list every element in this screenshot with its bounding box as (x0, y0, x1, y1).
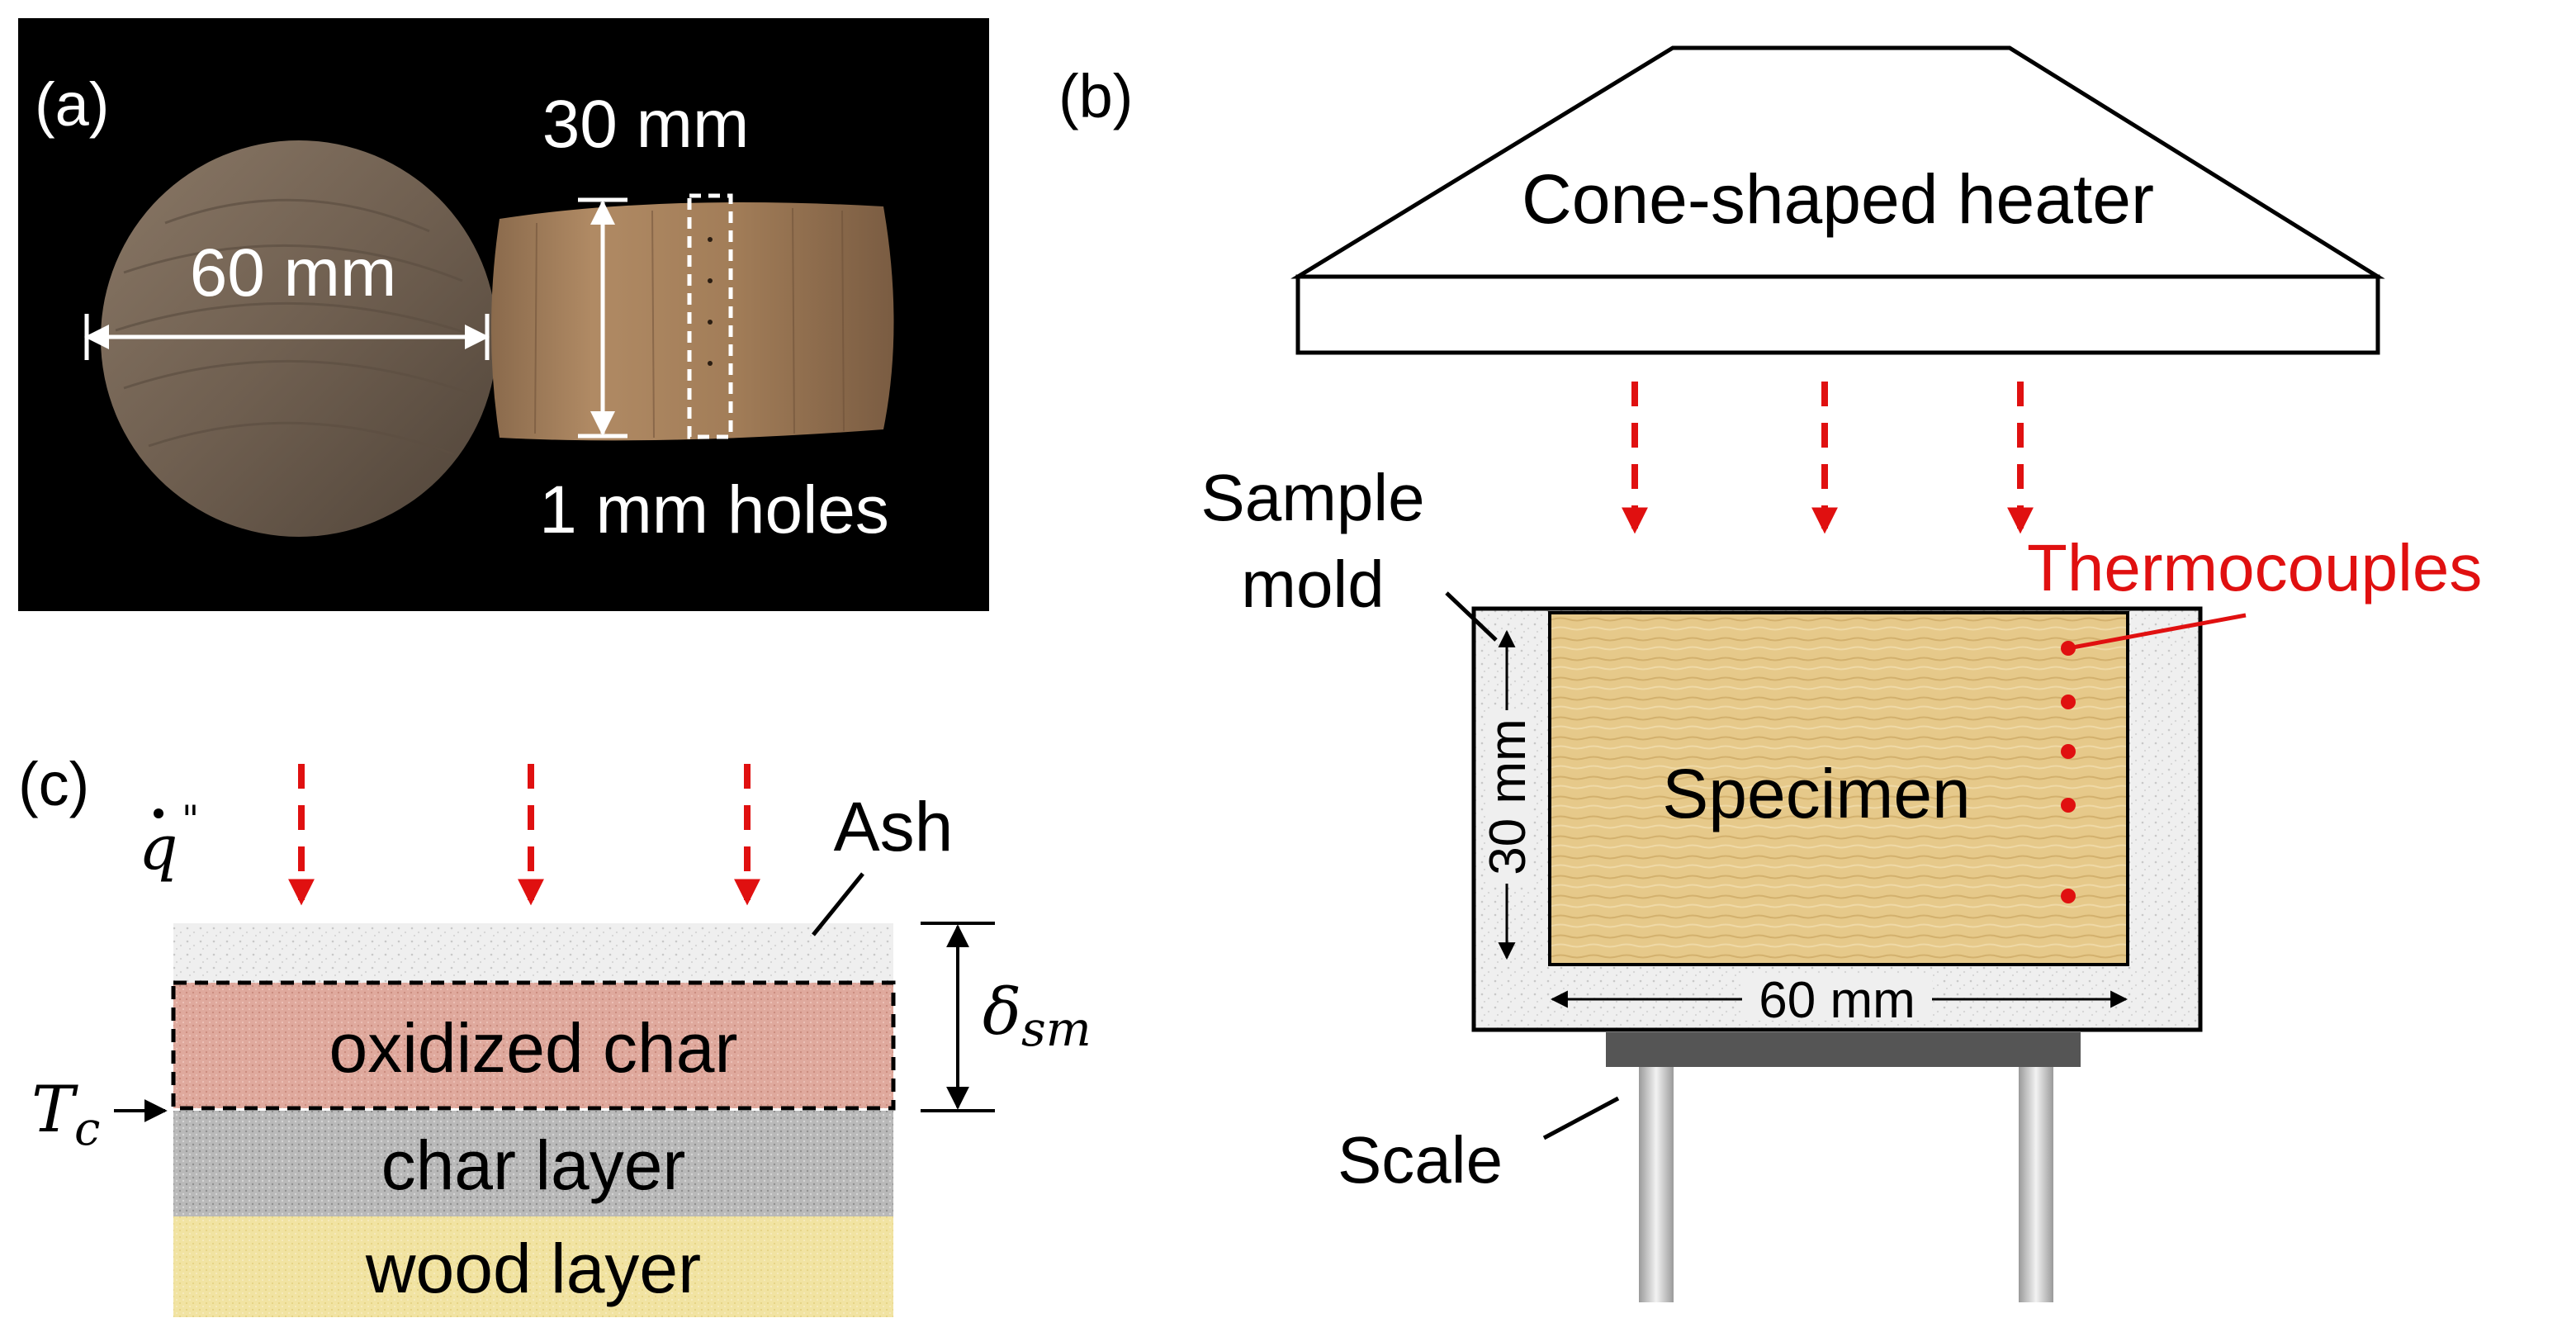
ash-layer (173, 923, 893, 983)
specimen-height-label: 30 mm (1480, 718, 1537, 875)
sample-mold-label-line1: Sample (1200, 461, 1424, 534)
heater-plate (1295, 274, 2380, 355)
panel-b: (b) Cone-shaped heater Specimen Thermoco… (1058, 45, 2482, 1302)
oxidized-char-layer (173, 983, 893, 1108)
specimen (1548, 611, 2129, 966)
wood-layer-label: wood layer (365, 1230, 701, 1307)
heat-flux-symbol: q (139, 813, 178, 884)
thermocouple-5 (2061, 889, 2076, 903)
width-dim-label-bg (1742, 974, 1932, 1021)
ash-label: Ash (834, 788, 954, 865)
diameter-label: 60 mm (190, 235, 397, 311)
holes-label: 1 mm holes (539, 472, 889, 548)
heat-flux-prime: " (182, 797, 199, 842)
thermocouple-leader (2067, 613, 2247, 651)
scale-label: Scale (1338, 1123, 1503, 1197)
thermocouple-2 (2061, 695, 2076, 709)
thermocouple-4 (2061, 798, 2076, 813)
layer-flux-arrows (288, 764, 760, 906)
ash-leader (812, 872, 864, 936)
specimen-label: Specimen (1662, 755, 1971, 832)
tc-symbol: Tc (31, 1073, 100, 1156)
wood-layer (173, 1216, 893, 1317)
cylinder-grain (534, 207, 845, 439)
disk-grain (115, 198, 484, 456)
panel-c: (c) q " oxidized char char layer wood la… (18, 750, 1091, 1317)
panel-a: (a) 60 mm 30 mm 1 mm holes (18, 18, 989, 611)
specimen-width-label: 60 mm (1759, 972, 1915, 1029)
panel-a-label: (a) (35, 70, 109, 139)
oxidized-char-label: oxidized char (329, 1009, 738, 1087)
panel-b-label: (b) (1058, 62, 1133, 130)
hole-dots (708, 237, 713, 366)
scale-plate (1606, 1032, 2081, 1067)
sample-mold-leader (1445, 591, 1498, 642)
heat-flux-dot (154, 808, 163, 818)
scale-leg-right (2019, 1067, 2053, 1302)
delta-symbol: δsm (983, 975, 1091, 1057)
height-label: 30 mm (542, 87, 750, 162)
cylinder-side (491, 202, 894, 441)
scale-leader (1542, 1096, 1620, 1140)
sample-mold-label-line2: mold (1241, 548, 1384, 621)
thermocouple-3 (2061, 744, 2076, 759)
panel-c-label: (c) (18, 750, 89, 818)
char-layer (173, 1111, 893, 1216)
thermocouples-label: Thermocouples (2027, 531, 2482, 604)
holes-box (687, 193, 733, 439)
char-layer-label: char layer (381, 1126, 686, 1204)
oxidized-char-outline (171, 980, 896, 1111)
height-dim-label-bg (1486, 710, 1529, 884)
heater-flux-arrows (1622, 382, 2034, 534)
scale-leg-left (1639, 1067, 1674, 1302)
heater-label: Cone-shaped heater (1522, 160, 2154, 238)
